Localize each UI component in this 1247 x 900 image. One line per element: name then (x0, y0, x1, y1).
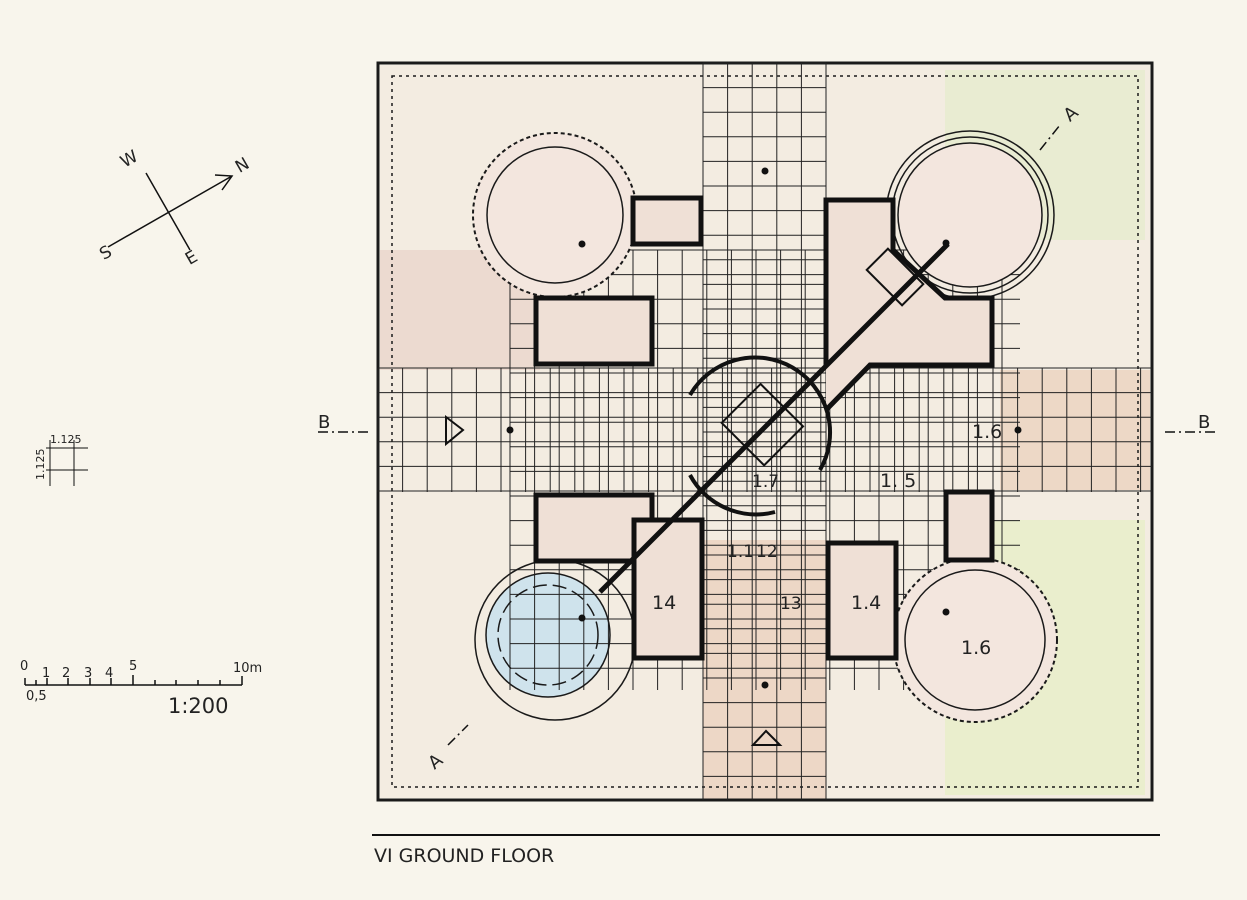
section-lines (318, 124, 1215, 746)
room-label-12: 12 (756, 542, 778, 562)
entry-south-arrow (750, 729, 783, 746)
compass-e: E (182, 247, 201, 270)
room-label-13: 13 (780, 594, 802, 614)
scale-tick: 0,5 (26, 689, 47, 704)
entry-west-arrow (445, 414, 465, 447)
central-stair (598, 242, 950, 594)
grid-module-v: 1.125 (34, 449, 47, 481)
stair-wing-ne (823, 197, 995, 412)
room-label-1-5: 1. 5 (880, 470, 916, 492)
section-b-left: B (318, 412, 330, 433)
scale-ratio: 1:200 (168, 694, 229, 718)
room-label-14: 14 (652, 592, 676, 614)
section-b-right: B (1198, 412, 1210, 433)
north-arrow-icon (107, 172, 234, 251)
diagonal-axis (598, 242, 950, 594)
circular-towers (472, 130, 1058, 723)
compass-w: W (117, 147, 142, 173)
pool (486, 573, 610, 697)
scale-tick: 2 (62, 666, 70, 681)
scale-ticks: 0 0,5 1 2 3 4 5 10m (20, 659, 262, 704)
room-nw-block (533, 295, 655, 367)
hedge-line (391, 75, 1139, 788)
room-14-left (631, 517, 705, 661)
room-label-1-4: 1.4 (851, 592, 881, 614)
wc-east (943, 489, 995, 563)
room-labels: 1.1 12 13 14 1.4 1. 5 1.6 1.6 1.7 (652, 421, 1002, 659)
wc-north (630, 195, 704, 247)
drawing-title: VI GROUND FLOOR (374, 845, 554, 867)
grid-module-h: 1.125 (50, 433, 82, 446)
room-label-1-6-top: 1.6 (972, 421, 1002, 443)
grid-module-key (46, 440, 88, 486)
scale-tick: 1 (42, 666, 50, 681)
scale-tick: 3 (84, 666, 92, 681)
column-dots (506, 167, 1022, 689)
scale-tick: 0 (20, 659, 28, 674)
room-label-1-1: 1.1 (727, 542, 754, 562)
scale-tick: 4 (105, 666, 113, 681)
room-14-right (825, 540, 899, 661)
scale-tick: 5 (129, 659, 137, 674)
scale-bar (24, 675, 243, 686)
room-label-1-6-bottom: 1.6 (961, 637, 991, 659)
compass-n: N (232, 154, 253, 178)
room-label-1-7: 1.7 (752, 472, 779, 492)
compass-s: S (96, 242, 115, 265)
entries (445, 414, 783, 746)
scale-tick: 10m (233, 661, 262, 676)
walls (533, 195, 995, 661)
